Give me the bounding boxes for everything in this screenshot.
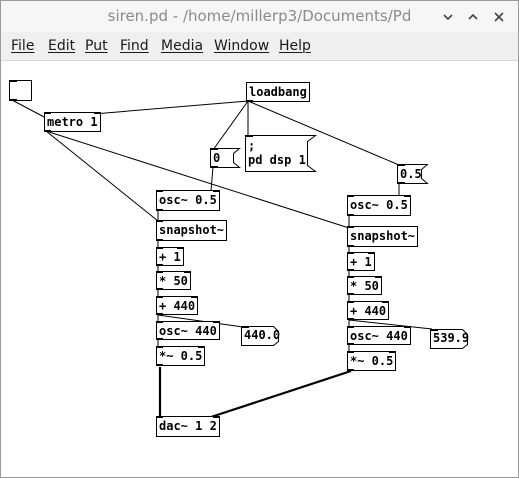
chevron-down-icon[interactable] (438, 7, 458, 27)
cord-add440-numbox-right (348, 319, 433, 330)
object-osc440-right[interactable]: osc~ 440 (347, 326, 411, 345)
toggle-shape (9, 80, 32, 101)
object-label: snapshot~ (159, 223, 225, 237)
toggle[interactable] (9, 80, 32, 101)
object-dac[interactable]: dac~ 1 2 (156, 416, 220, 437)
msg-box-zero-shape (210, 148, 241, 168)
cord-loadbang-half (247, 100, 400, 166)
menu-window[interactable]: Window (214, 38, 270, 54)
menu-media[interactable]: Media (161, 38, 204, 54)
object-label: + 440 (350, 304, 387, 318)
object-label: * 50 (159, 274, 188, 288)
window-title: siren.pd - /home/millerp3/Documents/Pd (107, 7, 412, 25)
chevron-up-icon[interactable] (463, 7, 483, 27)
object-add1-left[interactable]: + 1 (156, 247, 184, 266)
object-label: *~ 0.5 (350, 354, 394, 368)
object-snapshot-left[interactable]: snapshot~ (156, 220, 228, 241)
object-label: osc~ 440 (350, 329, 408, 343)
msg-box-dsp-shape (245, 135, 317, 172)
number-box-right[interactable]: 539.9 (433, 331, 470, 345)
object-add440-left[interactable]: + 440 (156, 296, 199, 315)
object-osc-lfo-left[interactable]: osc~ 0.5 (156, 190, 220, 211)
object-label: * 50 (350, 279, 379, 293)
cord-toggle-metro (11, 99, 47, 119)
object-label: osc~ 0.5 (159, 193, 217, 207)
object-label: dac~ 1 2 (159, 419, 217, 433)
object-label: loadbang (249, 85, 307, 99)
menu-help[interactable]: Help (279, 38, 311, 54)
object-label: snapshot~ (350, 229, 416, 243)
object-osc440-left[interactable]: osc~ 440 (156, 321, 220, 340)
object-gain-right[interactable]: *~ 0.5 (347, 351, 397, 371)
menu-file[interactable]: File (11, 38, 35, 54)
patch-cords (9, 80, 468, 419)
cord-metro-snapshot-right (45, 130, 350, 229)
object-osc-lfo-right[interactable]: osc~ 0.5 (347, 195, 411, 216)
msg-box-dsp[interactable]: ; pd dsp 1 (248, 139, 306, 167)
object-mul50-right[interactable]: * 50 (347, 276, 382, 295)
object-gain-left[interactable]: *~ 0.5 (156, 346, 206, 366)
menu-bar: File Edit Put Find Media Window Help (1, 32, 518, 61)
object-label: + 440 (159, 299, 196, 313)
object-add1-right[interactable]: + 1 (347, 252, 375, 271)
object-label: osc~ 440 (159, 324, 217, 338)
numbox-right-shape (430, 329, 468, 349)
title-bar[interactable]: siren.pd - /home/millerp3/Documents/Pd (1, 1, 518, 32)
object-loadbang[interactable]: loadbang (246, 82, 310, 102)
object-snapshot-right[interactable]: snapshot~ (347, 226, 419, 247)
close-icon[interactable] (489, 7, 509, 27)
object-label: + 1 (350, 255, 372, 269)
object-label: *~ 0.5 (159, 349, 203, 363)
object-metro[interactable]: metro 1 (44, 112, 101, 132)
cord-gain-right-dac (210, 369, 352, 419)
cord-metro-snapshot-left (45, 130, 159, 222)
object-label: metro 1 (47, 115, 98, 129)
menu-put[interactable]: Put (85, 38, 108, 54)
msg-box-half[interactable]: 0.5 (400, 167, 422, 181)
cord-zero-osc (210, 166, 214, 192)
patch-canvas[interactable]: 0 ; pd dsp 1 0.5 440.0 539.9 loadbang me… (1, 61, 518, 477)
msg-box-zero[interactable]: 0 (213, 151, 221, 165)
object-add440-right[interactable]: + 440 (347, 301, 390, 320)
object-label: + 1 (159, 250, 181, 264)
cord-loadbang-zero (212, 100, 249, 151)
msg-box-half-shape (397, 164, 429, 184)
object-mul50-left[interactable]: * 50 (156, 271, 191, 290)
number-box-left[interactable]: 440.0 (244, 328, 281, 342)
numbox-left-shape (241, 326, 279, 346)
menu-edit[interactable]: Edit (48, 38, 76, 54)
object-label: osc~ 0.5 (350, 198, 408, 212)
menu-find[interactable]: Find (120, 38, 149, 54)
